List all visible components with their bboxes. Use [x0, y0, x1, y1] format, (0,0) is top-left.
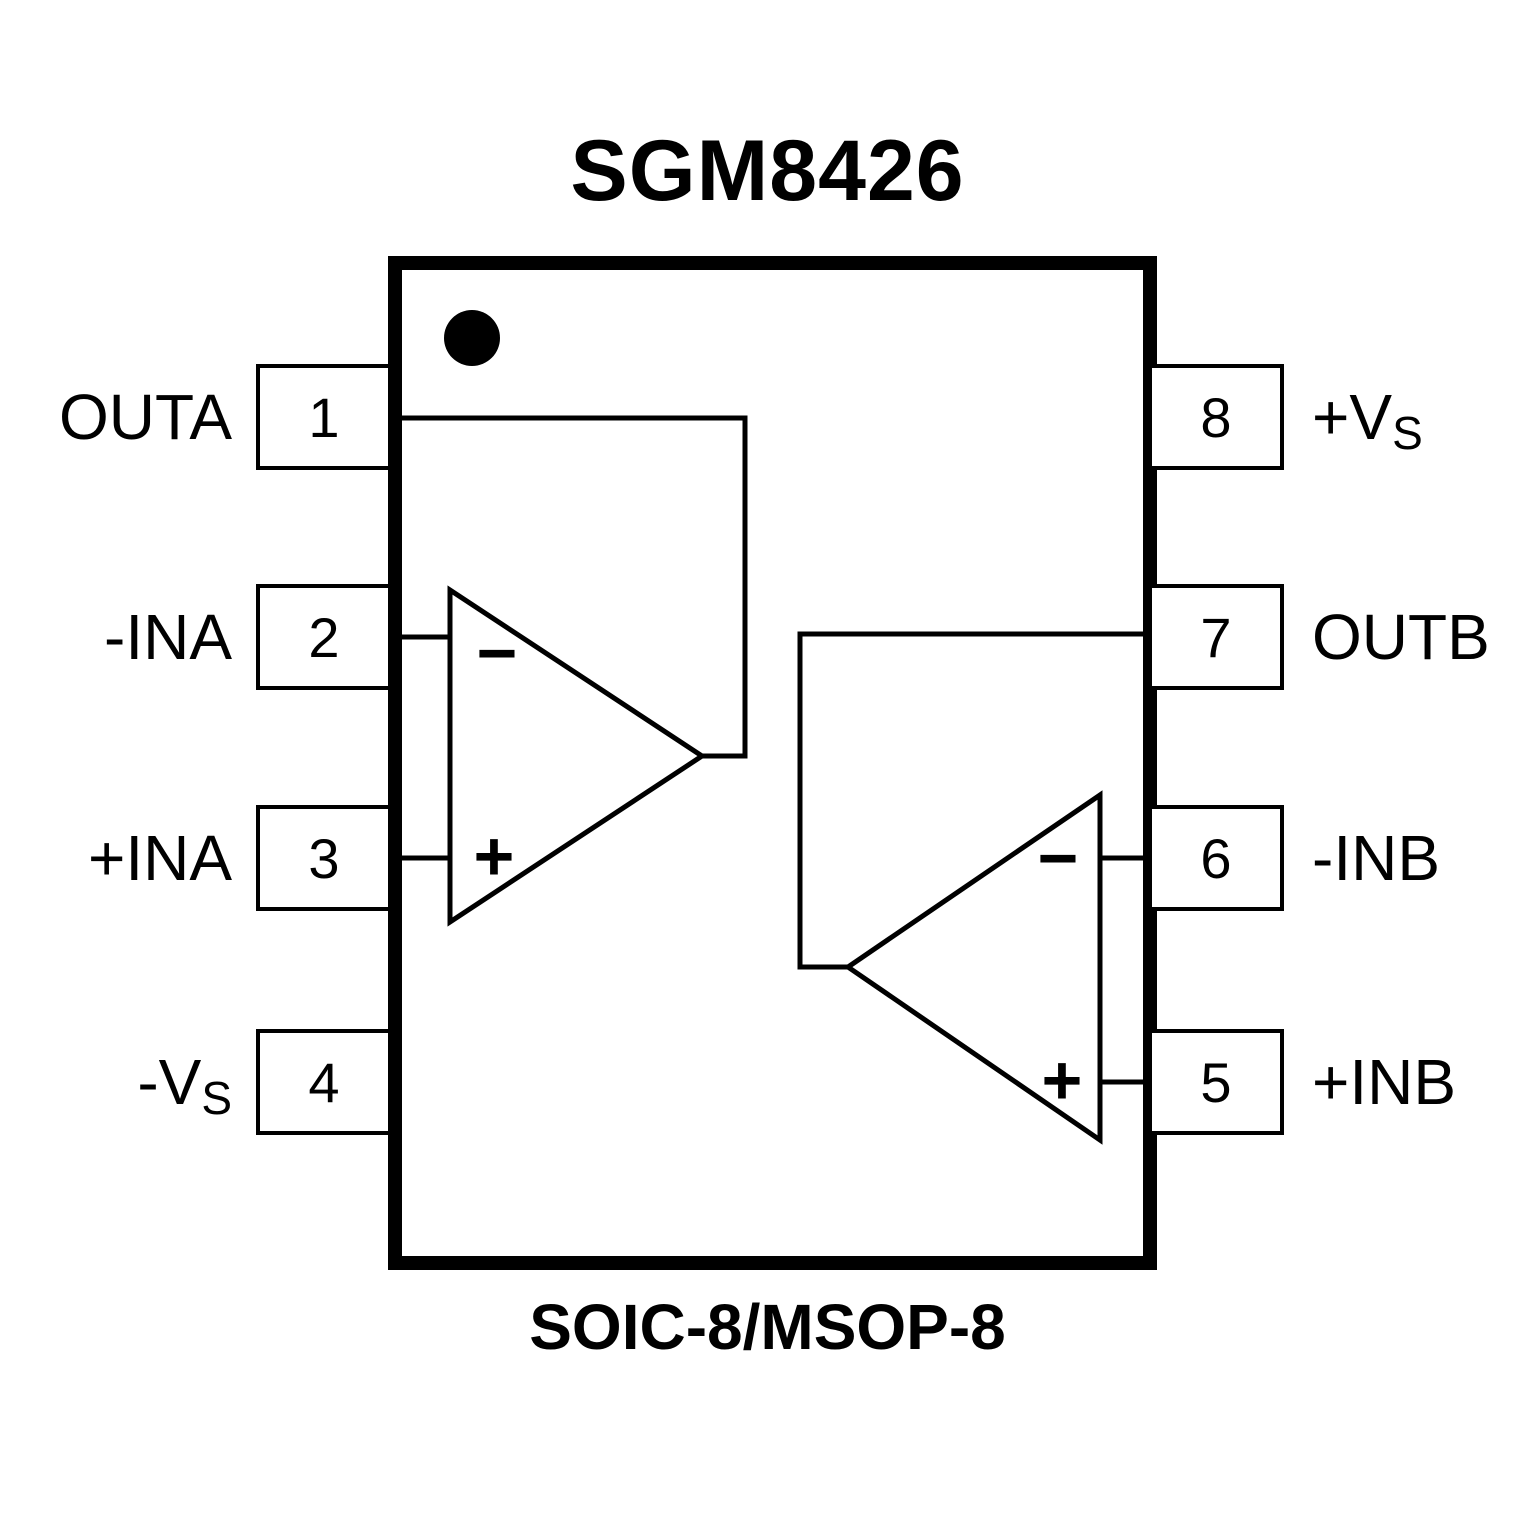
pin-label-neg-inb: -INB: [1312, 812, 1532, 904]
opamp-b-triangle: [843, 790, 1103, 1145]
pin-box-1: 1: [256, 364, 392, 470]
pin-box-4: 4: [256, 1029, 392, 1135]
pin-label-pos-vs: +VS: [1312, 371, 1532, 463]
package-label: SOIC-8/MSOP-8: [529, 1291, 1006, 1363]
pin-box-6: 6: [1148, 805, 1284, 911]
opamp-a-triangle: [447, 585, 707, 927]
pin-box-3: 3: [256, 805, 392, 911]
pin-label-pos-vs-text: +V: [1312, 381, 1393, 453]
pin-label-neg-vs: -VS: [20, 1036, 232, 1128]
pin-box-5: 5: [1148, 1029, 1284, 1135]
pin-number-5: 5: [1200, 1050, 1232, 1114]
chip-title: SGM8426: [570, 123, 965, 219]
pin-number-1: 1: [308, 385, 340, 449]
pin-number-4: 4: [308, 1050, 340, 1114]
pin-box-2: 2: [256, 584, 392, 690]
pin-label-pos-vs-sub: S: [1392, 407, 1423, 459]
opamp-a-plus-symbol: +: [474, 817, 515, 895]
pin-label-outb-text: OUTB: [1312, 601, 1490, 673]
pin-label-outa-text: OUTA: [58, 381, 232, 453]
opamp-b-plus-symbol: +: [1042, 1041, 1083, 1119]
pin-label-pos-inb-text: +INB: [1312, 1046, 1457, 1118]
pin-number-7: 7: [1200, 605, 1232, 669]
opamp-a-output-wire: [398, 415, 748, 759]
pin-number-3: 3: [308, 826, 340, 890]
pin-label-neg-inb-text: -INB: [1312, 822, 1440, 894]
pin-label-outa: OUTA: [20, 371, 232, 463]
opamp-b-minus-symbol: −: [1038, 819, 1079, 897]
pin-box-7: 7: [1148, 584, 1284, 690]
pin-label-neg-ina-text: -INA: [104, 601, 232, 673]
pin1-indicator-dot: [444, 310, 500, 366]
opamp-a-minus-symbol: −: [477, 614, 518, 692]
pin-number-6: 6: [1200, 826, 1232, 890]
pin-box-8: 8: [1148, 364, 1284, 470]
pin-label-pos-ina-text: +INA: [87, 822, 232, 894]
pin-number-8: 8: [1200, 385, 1232, 449]
pin-label-pos-inb: +INB: [1312, 1036, 1532, 1128]
opamp-b-output-wire: [797, 631, 1147, 970]
pin-label-outb: OUTB: [1312, 591, 1532, 683]
pin-number-2: 2: [308, 605, 340, 669]
pin-label-neg-vs-sub: S: [201, 1072, 232, 1124]
pin-label-neg-ina: -INA: [20, 591, 232, 683]
pin-label-neg-vs-text: -V: [137, 1046, 202, 1118]
pin-label-pos-ina: +INA: [20, 812, 232, 904]
